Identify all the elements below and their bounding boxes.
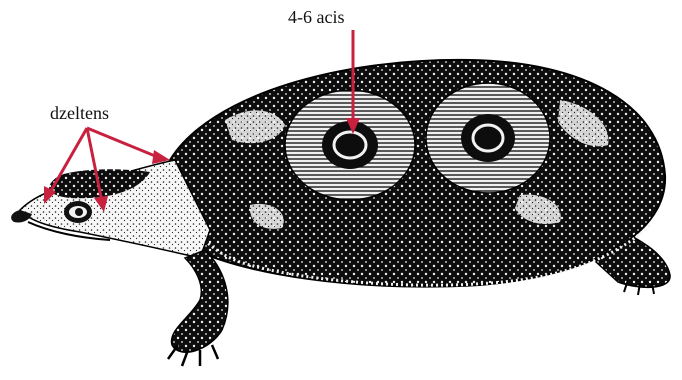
ocellus-spot	[426, 83, 550, 193]
yellow-markings-label: dzeltens	[50, 104, 109, 122]
shell	[162, 60, 666, 287]
shell-spots-label: 4-6 acis	[288, 8, 344, 26]
front-leg	[172, 250, 228, 352]
ocellus-spot	[285, 90, 415, 200]
